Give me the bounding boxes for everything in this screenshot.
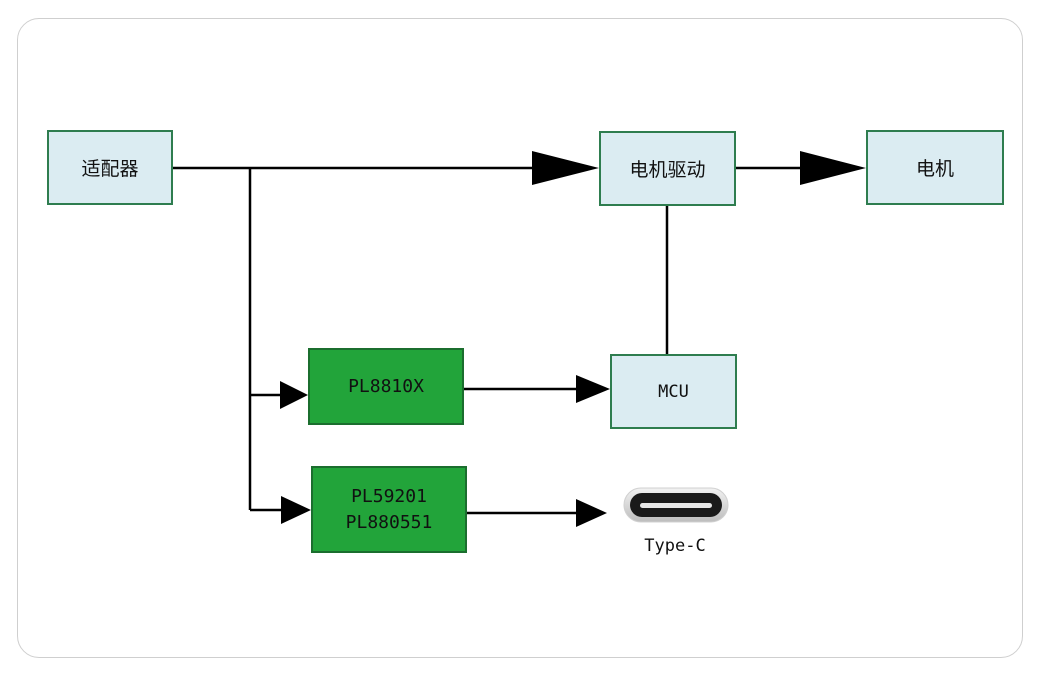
arrowhead-typec bbox=[576, 499, 607, 527]
motor-label: 电机 bbox=[915, 158, 954, 180]
typec-label: Type-C bbox=[644, 536, 706, 556]
arrowhead-pl8810x bbox=[280, 381, 308, 409]
pl8810x-block: PL8810X bbox=[308, 348, 464, 425]
pl8810x-label: PL8810X bbox=[348, 375, 424, 397]
adapter-block: 适配器 bbox=[47, 130, 173, 205]
motor-driver-block: 电机驱动 bbox=[599, 131, 736, 206]
arrowhead-motor bbox=[800, 151, 866, 185]
arrowhead-driver bbox=[532, 151, 599, 185]
typec-group: Type-C bbox=[610, 486, 740, 566]
adapter-label: 适配器 bbox=[81, 158, 139, 180]
motor-block: 电机 bbox=[866, 130, 1004, 205]
pl880551-label: PL880551 bbox=[345, 511, 433, 533]
diagram-frame bbox=[17, 18, 1023, 658]
pl59201-pl880551-block: PL59201 PL880551 bbox=[311, 466, 467, 553]
mcu-block: MCU bbox=[610, 354, 737, 429]
usb-type-c-port-icon bbox=[623, 487, 729, 523]
mcu-label: MCU bbox=[658, 381, 689, 402]
pl59201-label: PL59201 bbox=[351, 485, 427, 507]
arrowhead-mcu bbox=[576, 375, 610, 403]
arrowhead-pl59201 bbox=[281, 496, 311, 524]
motor-driver-label: 电机驱动 bbox=[629, 159, 706, 181]
